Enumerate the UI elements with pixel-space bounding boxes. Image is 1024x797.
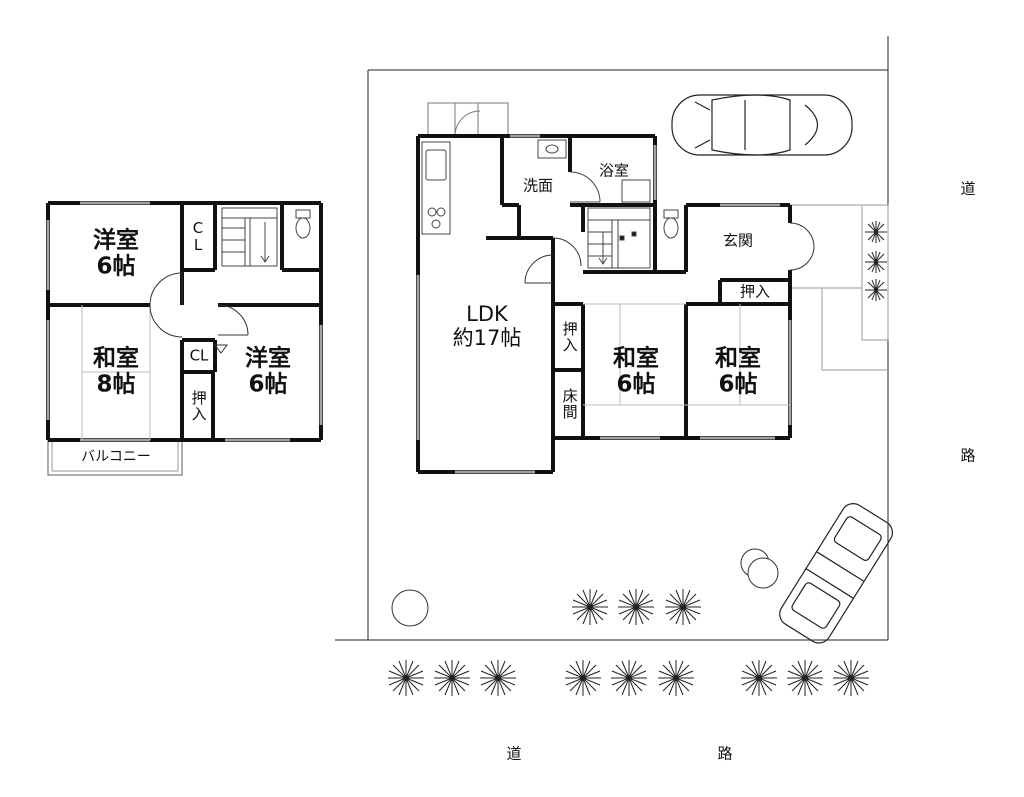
road-south-label-1: 道 (506, 744, 522, 763)
room-label-entrance: 玄関 (722, 231, 754, 250)
closet-label-2f-upper: C L (192, 218, 204, 254)
road-south-label-2: 路 (717, 744, 733, 763)
balcony-label: バルコニー (81, 448, 151, 465)
road-east-label-1: 道 (960, 179, 976, 198)
room-label-washroom: 洗面 (522, 176, 554, 195)
second-floor-plan (46, 201, 323, 476)
oshiire-label-entrance: 押入 (739, 282, 771, 301)
parked-car-top (671, 94, 853, 156)
room-label-youshitsu-2f-se: 洋室 6帖 (245, 345, 291, 398)
garden-trees (387, 220, 888, 697)
tokonoma-label: 床間 (560, 388, 579, 420)
room-label-youshitsu-2f-nw: 洋室 6帖 (93, 227, 139, 280)
closet-label-2f-lower: CL (189, 346, 209, 365)
room-label-bathroom: 浴室 (598, 161, 630, 180)
room-label-washitsu-1f-b: 和室 6帖 (715, 345, 761, 398)
first-floor-plan (416, 102, 815, 474)
oshiire-label-1f: 押入 (560, 321, 579, 353)
oshiire-label-2f: 押入 (189, 390, 208, 422)
parked-car-bottom (779, 503, 893, 644)
room-label-ldk: LDK 約17帖 (452, 301, 522, 350)
room-label-washitsu-1f-a: 和室 6帖 (613, 345, 659, 398)
road-east-label-2: 路 (960, 446, 976, 465)
room-label-washitsu-2f: 和室 8帖 (93, 345, 139, 398)
